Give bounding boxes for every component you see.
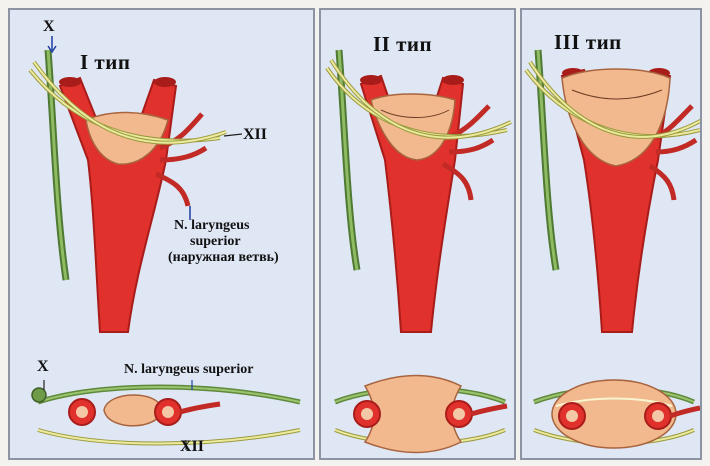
- panel-type-3: III тип: [520, 8, 702, 460]
- panel-type-2: II тип: [319, 8, 516, 460]
- panel-type-2-title: II тип: [373, 32, 432, 57]
- label-laryngeal-nerve-line2: superior: [190, 234, 241, 250]
- label-hypoglossal-nerve-section: XII: [180, 438, 204, 456]
- label-hypoglossal-nerve: XII: [243, 126, 267, 144]
- type-2-illustration: [321, 10, 516, 460]
- type-1-illustration: [10, 10, 315, 460]
- panel-type-1: I тип X XII N. laryngeus superior (наруж…: [8, 8, 315, 460]
- type-3-illustration: [522, 10, 702, 460]
- label-nerve-branch: (наружная ветвь): [168, 250, 279, 266]
- label-laryngeal-nerve-line1: N. laryngeus: [174, 218, 249, 234]
- label-laryngeal-nerve-section: N. laryngeus superior: [124, 362, 254, 378]
- label-vagus-nerve-section: X: [37, 358, 49, 376]
- panel-type-3-title: III тип: [554, 30, 622, 55]
- panel-type-1-title: I тип: [80, 50, 130, 75]
- label-vagus-nerve: X: [43, 18, 55, 36]
